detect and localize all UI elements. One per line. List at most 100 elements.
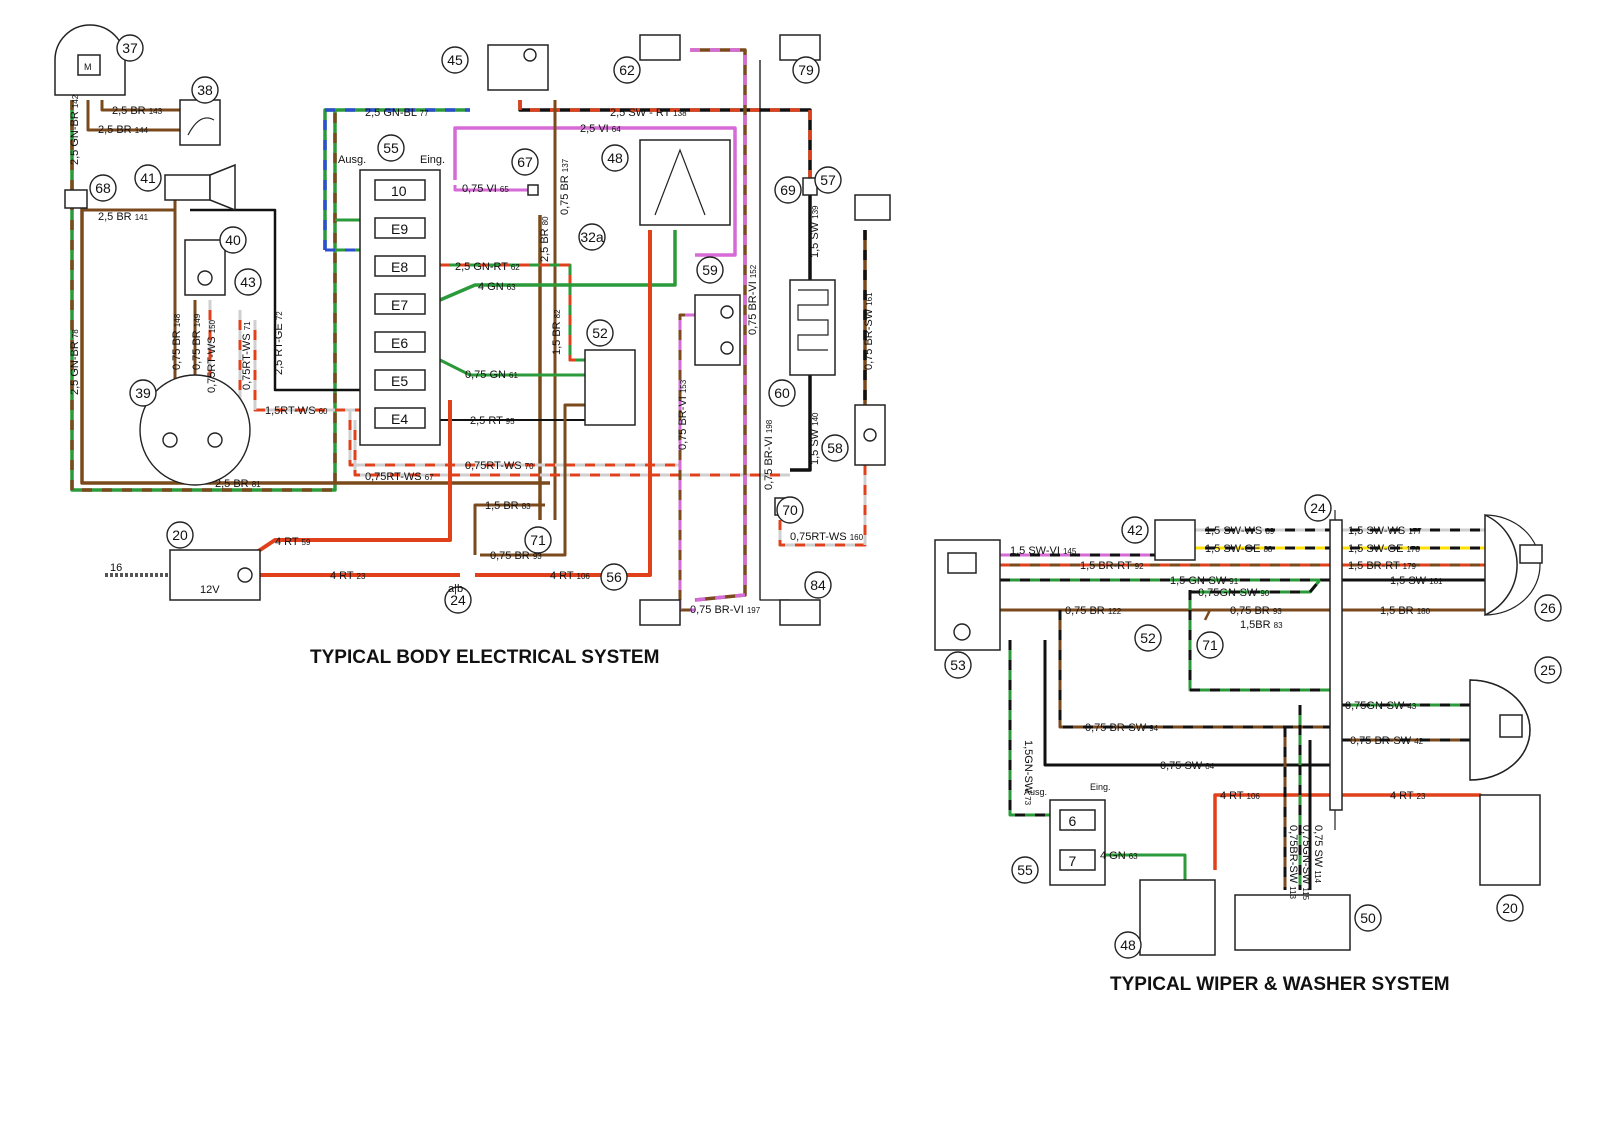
wiper-wire-label: 1,5 SW-WS 177 bbox=[1348, 525, 1422, 537]
body-component-48-number: 48 bbox=[607, 150, 623, 166]
wiper-wire-label: 0,75BR-SW 113 bbox=[1287, 825, 1299, 899]
body-wire-label: 0,75RT-WS 67 bbox=[365, 471, 434, 483]
body-wire-label: 1,5 BR 82 bbox=[551, 309, 563, 355]
wire-brvi-152-stripe bbox=[690, 48, 747, 602]
svg-text:M: M bbox=[84, 62, 92, 72]
body-component-67-callout bbox=[511, 148, 539, 176]
body-component-41-callout bbox=[134, 164, 162, 192]
body-component-62-callout bbox=[613, 56, 641, 84]
component-26-wiper-motor bbox=[1484, 513, 1543, 617]
wiper-wire-label: 1,5 BR-RT 92 bbox=[1080, 560, 1144, 572]
wire-br-93 bbox=[480, 403, 585, 557]
body-fuse-label: 10 bbox=[391, 183, 407, 199]
component-84-switch bbox=[779, 599, 821, 626]
wiper-component-25-number: 25 bbox=[1540, 662, 1556, 678]
wire-rtws-160-stripe bbox=[778, 455, 867, 547]
component-59-lamp bbox=[694, 294, 741, 366]
wire-rtws-60 bbox=[253, 320, 360, 412]
component-53-relay bbox=[934, 539, 1001, 651]
wire-rtws-67-stripe bbox=[353, 420, 790, 477]
wiper-component-42-callout bbox=[1121, 516, 1149, 544]
wiper-fuse-1 bbox=[1059, 849, 1096, 871]
body-component-41-number: 41 bbox=[140, 170, 156, 186]
component-79-switch bbox=[779, 34, 821, 61]
body-fuse-2 bbox=[374, 255, 426, 277]
wiper-wire-label: 0,75GN-SW 115 bbox=[1300, 825, 1312, 901]
wire-rtws-60-stripe bbox=[253, 320, 360, 412]
body-wire-label: 0,75 BR-VI 197 bbox=[690, 604, 761, 616]
wiper-component-50-callout bbox=[1354, 904, 1382, 932]
body-component-58-callout bbox=[821, 434, 849, 462]
body-component-45-callout bbox=[441, 46, 469, 74]
body-component-59-callout bbox=[696, 256, 724, 284]
component-20-battery-w bbox=[1479, 794, 1541, 886]
component-57-switch bbox=[854, 194, 891, 221]
body-component-57-callout bbox=[814, 166, 842, 194]
wire-gnsw-73-stripe bbox=[1008, 640, 1050, 817]
body-wire-label: 0,75 BR 93 bbox=[490, 550, 542, 562]
wiper-component-53-callout bbox=[944, 651, 972, 679]
body-wire-label: 2,5 GN-BL 77 bbox=[365, 107, 429, 119]
body-wire-label: 0,75RT-WS 71 bbox=[241, 321, 253, 390]
wiper-wire-label: 0,75 SW 114 bbox=[1312, 825, 1324, 884]
body-wire-label: 0,75 BR-VI 152 bbox=[747, 264, 759, 335]
component-62-switch bbox=[639, 34, 681, 61]
wire-brsw-94-stripe bbox=[1058, 610, 1330, 729]
component-20-battery: 12V bbox=[105, 549, 261, 601]
wiper-component-24-number: 24 bbox=[1310, 500, 1326, 516]
body-component-37-number: 37 bbox=[122, 40, 138, 56]
body-wire-label: 0,75 GN 61 bbox=[465, 369, 518, 381]
body-component-45-number: 45 bbox=[447, 52, 463, 68]
body-component-55-callout bbox=[377, 134, 405, 162]
body-wire-label: 2,5 BR 80 bbox=[539, 216, 551, 262]
component-50-switch bbox=[1234, 894, 1351, 951]
wire-brvi-153 bbox=[678, 313, 695, 612]
wiper-component-20-callout bbox=[1496, 894, 1524, 922]
wiper-wire-label: 1,5GN-SW 73 bbox=[1022, 740, 1034, 806]
wiper-component-55-number: 55 bbox=[1017, 862, 1033, 878]
body-component-55-number: 55 bbox=[383, 140, 399, 156]
body-component-69-callout bbox=[774, 176, 802, 204]
body-component-48-callout bbox=[601, 144, 629, 172]
wiper-fuse-label: 6 bbox=[1069, 813, 1077, 829]
wire-vi-65 bbox=[453, 185, 530, 192]
body-component-69-number: 69 bbox=[780, 182, 796, 198]
body-component-68-number: 68 bbox=[95, 180, 111, 196]
body-component-32a-number: 32a bbox=[580, 229, 604, 245]
body-component-57-number: 57 bbox=[820, 172, 836, 188]
wiper-component-55-callout bbox=[1011, 856, 1039, 884]
body-wire-label: 0,75RT-WS 70 bbox=[465, 460, 534, 472]
body-component-79-callout bbox=[792, 56, 820, 84]
body-wire-label: 0,75 BR-VI 153 bbox=[677, 379, 689, 450]
wire-gnrt-62 bbox=[440, 263, 585, 362]
body-wire-label: 2,5 SW - RT 138 bbox=[610, 107, 687, 119]
title-wiper-system: TYPICAL WIPER & WASHER SYSTEM bbox=[1110, 974, 1450, 995]
wire-vi-64 bbox=[453, 126, 737, 257]
wiper-wire-label: 0,75 BR-SW 94 bbox=[1085, 722, 1159, 734]
body-fuse-0 bbox=[374, 179, 426, 201]
wire-sw-140 bbox=[790, 375, 812, 472]
wiper-washer-system: Ausg. Eing. 67 TYPICAL WIPER & WASHER SY… bbox=[934, 510, 1543, 995]
body-component-38-number: 38 bbox=[197, 82, 213, 98]
wiper-fuse-label: 7 bbox=[1069, 853, 1077, 869]
body-wire-label: 4 RT 23 bbox=[330, 570, 366, 582]
body-component-56-number: 56 bbox=[606, 569, 622, 585]
wiper-wire-label: 4 RT 106 bbox=[1220, 790, 1260, 802]
body-component-70-number: 70 bbox=[782, 502, 798, 518]
body-fuse-label: E7 bbox=[391, 297, 408, 313]
fusebox-header-ausg: Ausg. bbox=[338, 154, 366, 166]
body-wire-label: 0,75 VI 65 bbox=[462, 183, 509, 195]
wiper-wire-label: 1,5 SW-VI 145 bbox=[1010, 545, 1077, 557]
wiper-component-71-callout bbox=[1196, 631, 1224, 659]
battery-voltage: 12V bbox=[200, 584, 220, 596]
wire-brsw-94 bbox=[1058, 610, 1330, 729]
component-68-connector bbox=[64, 189, 88, 209]
body-wire-label: 4 GN 63 bbox=[478, 281, 516, 293]
wiper-component-25-callout bbox=[1534, 656, 1562, 684]
body-wire-label: 0,75 BR-SW 161 bbox=[863, 292, 875, 370]
wiper-component-26-callout bbox=[1534, 594, 1562, 622]
body-fuse-3 bbox=[374, 293, 426, 315]
body-fuse-label: E5 bbox=[391, 373, 408, 389]
body-wire-label: 0,75RT-WS 160 bbox=[790, 531, 864, 543]
component-48-switch-w bbox=[1139, 879, 1216, 956]
